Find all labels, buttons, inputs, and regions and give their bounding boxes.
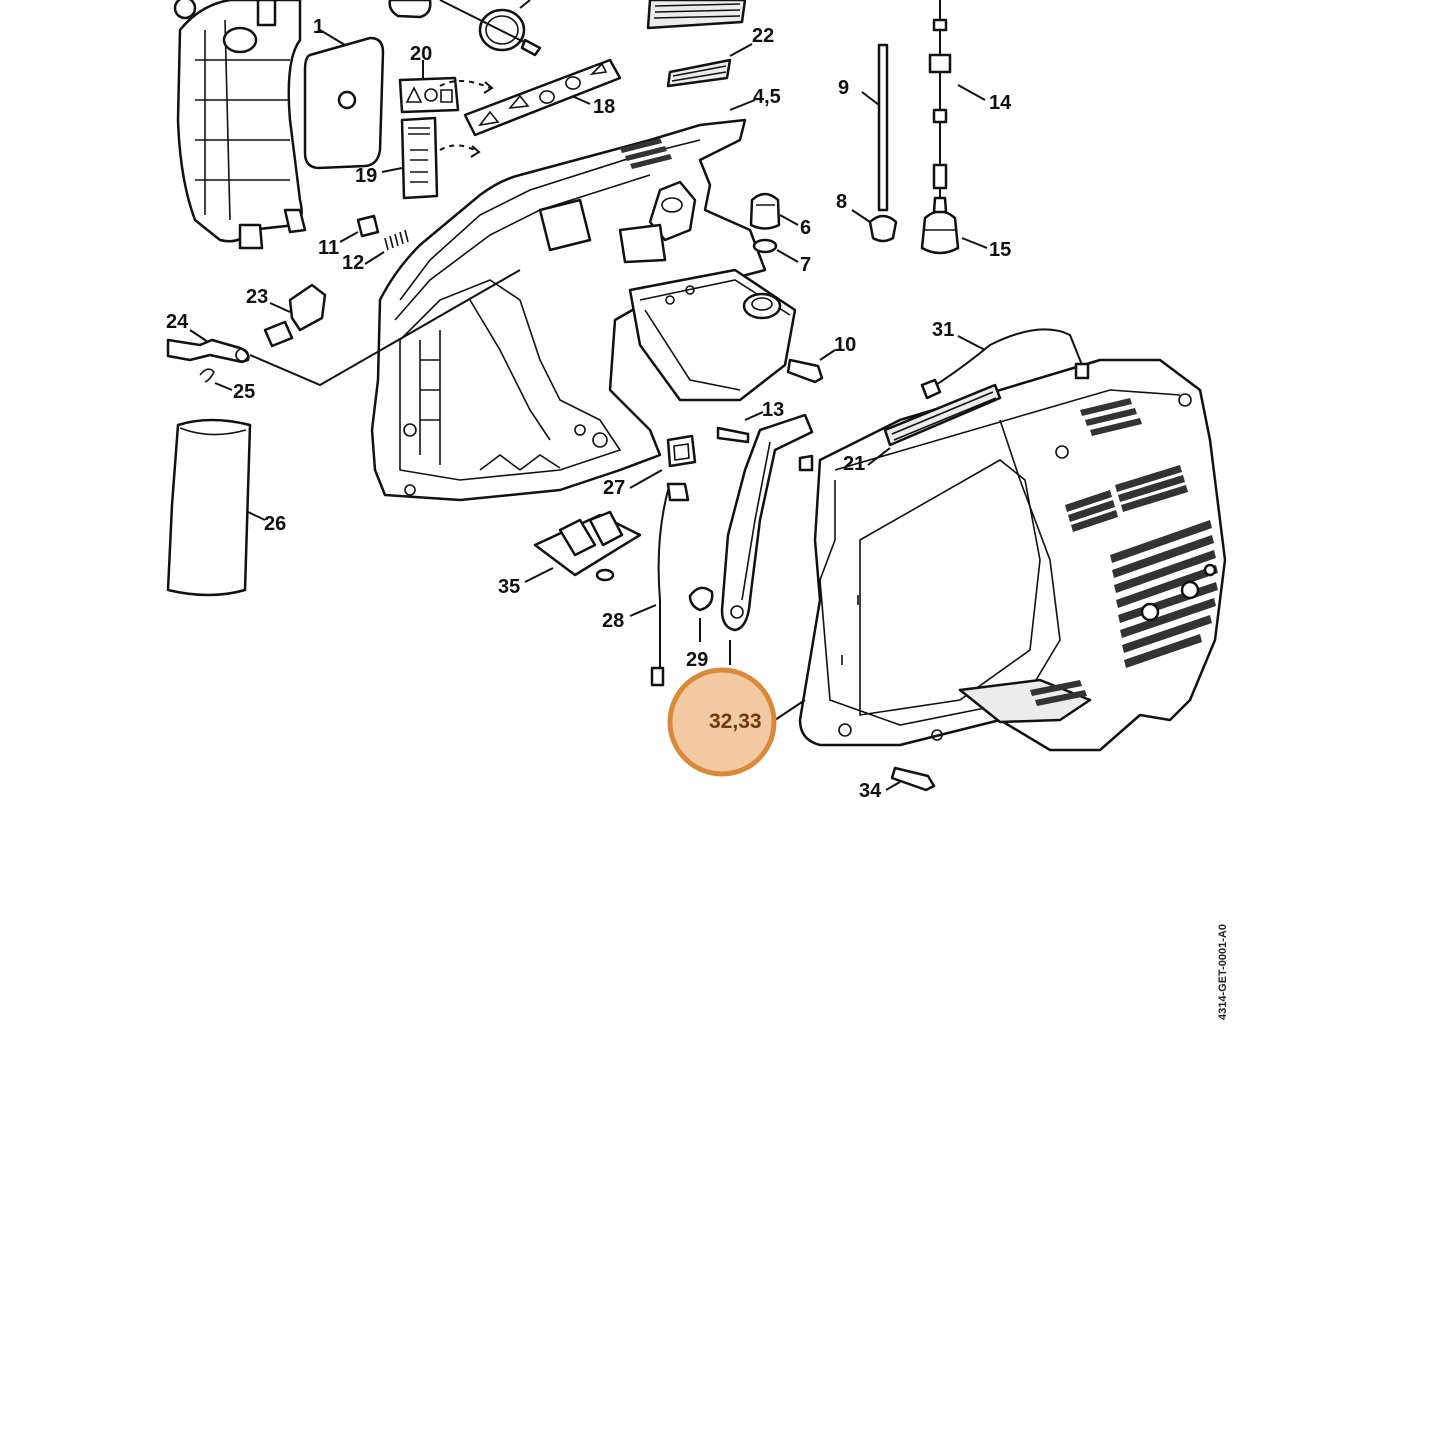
- part-12-spring: 12: [342, 229, 409, 274]
- label-8: 8: [836, 191, 847, 213]
- label-29: 29: [686, 649, 708, 671]
- highlight-circle[interactable]: [667, 667, 777, 777]
- part-14-fuel-line: 14: [928, 0, 1012, 200]
- part-18-symbol-strip: 18: [463, 58, 622, 137]
- part-20-warning-label: 20: [398, 43, 494, 114]
- label-20: 20: [410, 43, 432, 65]
- part-13-pin: 13: [716, 399, 784, 444]
- label-35: 35: [498, 576, 520, 598]
- label-23: 23: [246, 286, 268, 308]
- label-4-5: 4,5: [753, 86, 781, 108]
- label-15: 15: [989, 239, 1011, 261]
- part-7-o-ring: 7: [752, 238, 811, 276]
- part-34-screw: 34: [859, 766, 936, 802]
- label-24: 24: [166, 311, 189, 333]
- highlight-callout-32-33[interactable]: 32,33: [667, 667, 777, 777]
- label-13: 13: [762, 399, 784, 421]
- part-15-fuel-filter: 15: [920, 196, 1011, 261]
- part-23-trigger: 23: [246, 283, 327, 348]
- part-30-lever-arm: 30: [718, 413, 814, 692]
- label-22: 22: [752, 25, 774, 47]
- label-7: 7: [800, 254, 811, 276]
- label-12: 12: [342, 252, 364, 274]
- part-4-5-handle-top: 4,5: [729, 86, 781, 111]
- label-21: 21: [843, 453, 865, 475]
- label-28: 28: [602, 610, 624, 632]
- label-26: 26: [264, 513, 286, 535]
- part-9-rod: 9: [838, 43, 889, 212]
- label-32-33: 32,33: [709, 710, 762, 733]
- part-35-plate: 35: [498, 510, 642, 598]
- part-27-switch: 27: [603, 434, 697, 499]
- part-28-cable: 28: [602, 482, 690, 687]
- part-8-cap: 8: [836, 191, 898, 243]
- part-26-handle-sleeve: 26: [166, 418, 286, 597]
- label-11: 11: [318, 237, 339, 259]
- part-1-air-filter: 1: [303, 16, 385, 170]
- label-10: 10: [834, 334, 856, 356]
- label-6: 6: [800, 217, 811, 239]
- label-34: 34: [859, 780, 882, 802]
- label-25: 25: [233, 381, 255, 403]
- part-24-lever: 24: [166, 269, 521, 387]
- label-27: 27: [603, 477, 625, 499]
- housing-shell-left: [173, 0, 307, 250]
- label-9: 9: [838, 77, 849, 99]
- part-19-instruction-label: 19: [355, 116, 481, 200]
- label-19: 19: [355, 165, 377, 187]
- part-25-clip: 25: [199, 368, 255, 403]
- part-22-grille-plates: 22: [646, 0, 774, 88]
- part-31-cover: 31 21: [774, 319, 1227, 752]
- main-housing: [370, 118, 797, 502]
- part-o-ring-top: [388, 0, 542, 57]
- part-11-sleeve: 11: [318, 214, 380, 259]
- part-6-valve: 6: [749, 192, 811, 239]
- label-18: 18: [593, 96, 615, 118]
- drawing-code: 4314-GET-0001-A0: [1217, 924, 1229, 1020]
- part-10-screw: 10: [786, 334, 856, 384]
- part-29-clamp: 29: [686, 586, 714, 671]
- label-14: 14: [989, 92, 1012, 114]
- label-31: 31: [932, 319, 954, 341]
- label-1: 1: [313, 16, 324, 38]
